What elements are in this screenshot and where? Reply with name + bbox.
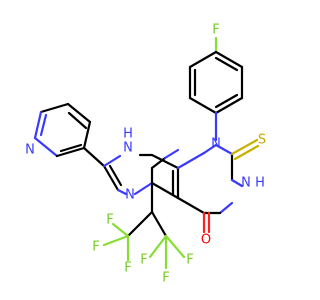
n8-hydrogen-label: H [123, 127, 133, 142]
n3-hydrogen-label: H [255, 176, 265, 191]
cf3-b-fluorine-left-label: F [140, 253, 147, 268]
molecule-structure: F N N H N S N N H O F F F F F F [25, 23, 266, 286]
cf3-a-fluorine-top-label: F [106, 213, 113, 228]
n1-nitrogen-label: N [211, 137, 221, 152]
cf3-a-fluorine-bottom-label: F [124, 261, 131, 276]
fluorine-atom-label: F [212, 23, 219, 38]
n5-nitrogen-label: N [125, 188, 135, 203]
atom-labels: F N N H N S N N H O F F F F F F [25, 23, 266, 286]
n3-nitrogen-label: N [241, 176, 251, 191]
n8-nitrogen-label: N [123, 141, 133, 156]
cf3-b-fluorine-right-label: F [186, 253, 193, 268]
carbonyl-oxygen-label: O [201, 233, 211, 248]
pyridine-nitrogen-label: N [25, 143, 35, 158]
fused-core [102, 138, 260, 234]
fluorophenyl-ring [188, 36, 244, 142]
cf3-b-fluorine-bottom-label: F [162, 271, 169, 286]
cf3-groups [102, 181, 186, 270]
pyridine-ring [33, 102, 106, 168]
cf3-a-fluorine-left-label: F [92, 240, 99, 255]
thione-sulfur-label: S [258, 133, 266, 148]
